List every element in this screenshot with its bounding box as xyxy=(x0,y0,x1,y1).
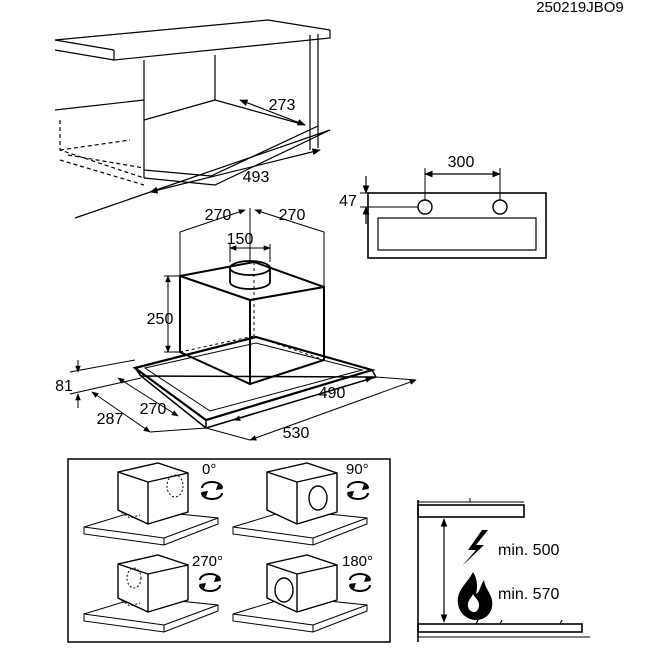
hole-height-label: 47 xyxy=(339,193,357,210)
round-outlet-icon xyxy=(274,577,294,603)
cabinet-depth-arrow xyxy=(239,99,306,126)
hole-spacing-label: 300 xyxy=(448,154,475,171)
mounting-hole-right xyxy=(492,199,508,215)
rotation-label-270: 270° xyxy=(192,553,223,570)
box-height-label: 250 xyxy=(147,311,174,328)
cabinet-dimensions: 273 493 xyxy=(149,97,321,194)
reference-code: 250219JBO9 xyxy=(536,0,624,16)
flame-icon xyxy=(457,572,493,620)
rotation-label-90: 90° xyxy=(346,461,369,478)
depth-inner-label: 270 xyxy=(140,401,167,418)
width-total-label: 530 xyxy=(283,425,310,442)
base-height-label: 81 xyxy=(55,378,73,395)
cabinet-width-label: 493 xyxy=(243,169,270,186)
rotation-option-90: 90° xyxy=(232,461,370,546)
electric-clearance-label: min. 500 xyxy=(498,542,559,559)
depth-total-label: 287 xyxy=(97,411,124,428)
lightning-icon xyxy=(462,530,488,566)
front-panel-dimensions: 300 47 xyxy=(339,154,501,224)
outlet-diameter-label: 150 xyxy=(227,231,254,248)
cabinet-width-arrow xyxy=(149,148,321,194)
rotation-label-180: 180° xyxy=(342,553,373,570)
front-panel-drawing xyxy=(360,168,547,259)
cabinet-depth-label: 273 xyxy=(269,97,296,114)
rotation-option-0: 0° xyxy=(83,461,224,546)
rotate-icon xyxy=(198,573,222,592)
rotate-icon xyxy=(346,481,370,500)
rotation-label-0: 0° xyxy=(202,461,216,478)
gas-clearance-label: min. 570 xyxy=(498,586,559,603)
rotation-options-panel xyxy=(67,458,391,643)
rotate-icon xyxy=(200,481,224,500)
clearance-drawing xyxy=(417,498,590,642)
width-inner-label: 490 xyxy=(319,385,346,402)
hood-dimension-labels: 270 270 150 250 81 287 270 490 530 xyxy=(55,207,345,442)
hood-dimensions xyxy=(69,208,417,441)
hood-drawing xyxy=(132,260,377,429)
rotate-icon xyxy=(348,573,372,592)
side-offset-left-label: 270 xyxy=(205,207,232,224)
mounting-hole-left xyxy=(417,199,433,215)
round-outlet-icon xyxy=(308,485,328,511)
side-offset-right-label: 270 xyxy=(279,207,306,224)
rotation-option-270: 270° xyxy=(83,553,223,633)
rotation-option-180: 180° xyxy=(232,553,373,633)
